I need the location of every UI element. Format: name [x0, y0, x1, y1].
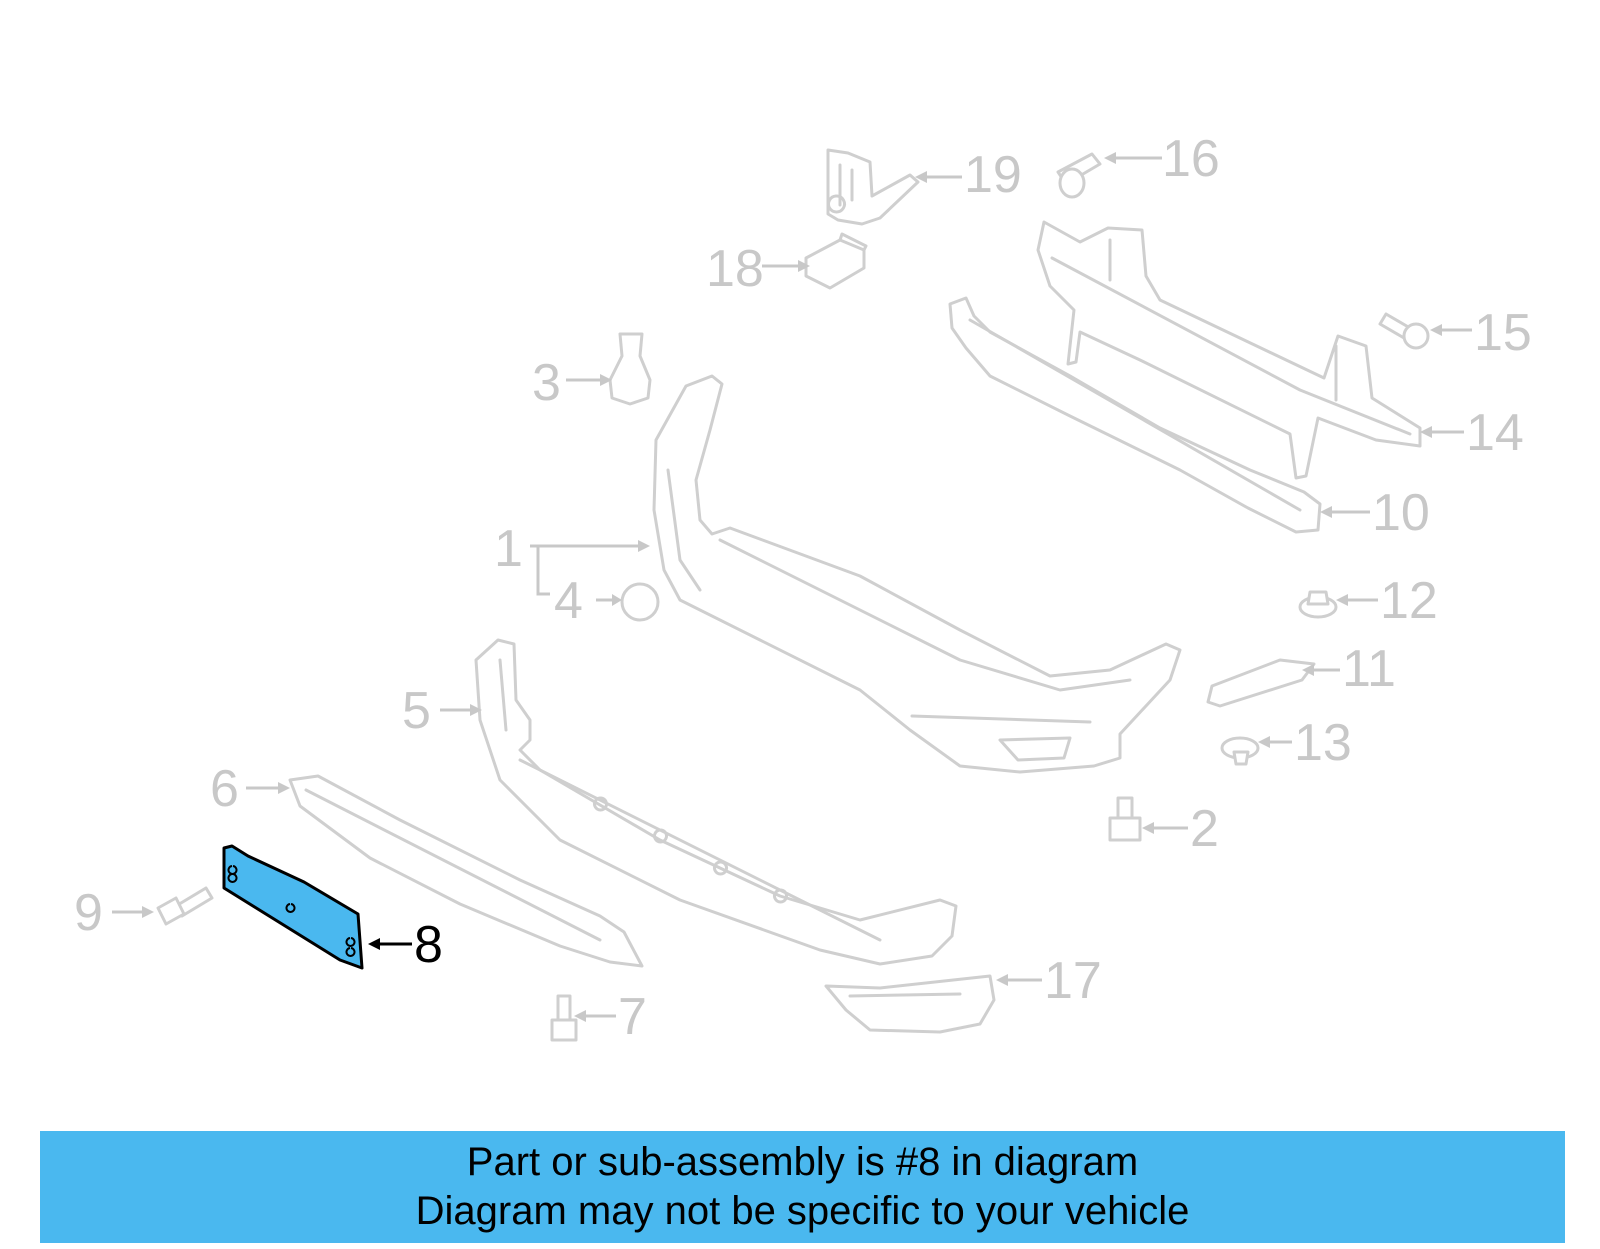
banner-line-2: Diagram may not be specific to your vehi…: [415, 1189, 1190, 1233]
callout-3: 3: [532, 354, 561, 412]
part-12-nut[interactable]: [1298, 590, 1338, 619]
callout-1: 1: [494, 520, 523, 578]
callout-11: 11: [1342, 640, 1396, 698]
callout-5: 5: [402, 682, 431, 740]
leaders: [112, 152, 1472, 1022]
callout-17: 17: [1044, 952, 1102, 1010]
part-13-clip[interactable]: [1220, 736, 1260, 766]
part-17-trim[interactable]: [824, 974, 996, 1034]
callout-19: 19: [964, 146, 1022, 204]
part-19-bracket[interactable]: [826, 148, 920, 226]
part-7-bolt[interactable]: [550, 994, 578, 1042]
callout-7: 7: [618, 988, 647, 1046]
part-10-absorber[interactable]: [948, 296, 1322, 534]
callout-9: 9: [74, 884, 103, 942]
callout-15: 15: [1474, 304, 1532, 362]
callout-4: 4: [554, 572, 583, 630]
part-8-license-bracket[interactable]: [222, 844, 364, 970]
callout-14: 14: [1466, 404, 1524, 462]
callout-8: 8: [414, 916, 443, 974]
callout-18: 18: [706, 240, 764, 298]
part-3-clip[interactable]: [608, 332, 652, 406]
callout-6: 6: [210, 760, 239, 818]
part-5-lower-support[interactable]: [474, 638, 958, 966]
part-2-bolt[interactable]: [1108, 796, 1142, 842]
part-11-reflector[interactable]: [1206, 658, 1316, 708]
callout-13: 13: [1294, 714, 1352, 772]
part-9-bolt[interactable]: [156, 886, 214, 926]
part-4-grommet[interactable]: [620, 582, 660, 622]
callout-2: 2: [1190, 800, 1219, 858]
info-banner: Part or sub-assembly is #8 in diagram Di…: [40, 1131, 1565, 1243]
callouts: 19 16 18 15 3 14 10 1 4 12 11 5 13 6 2 9…: [74, 130, 1532, 1046]
part-14-reinforcement[interactable]: [1036, 220, 1422, 480]
part-6-lower-strip[interactable]: [288, 774, 644, 968]
callout-10: 10: [1372, 484, 1430, 542]
part-1-bumper-cover[interactable]: [652, 374, 1182, 774]
part-18-sensor[interactable]: [804, 232, 868, 290]
callout-16: 16: [1162, 130, 1220, 188]
part-15-bolt[interactable]: [1378, 312, 1430, 350]
callout-12: 12: [1380, 572, 1438, 630]
banner-line-1: Part or sub-assembly is #8 in diagram: [466, 1140, 1139, 1184]
part-16-bolt[interactable]: [1056, 152, 1102, 199]
